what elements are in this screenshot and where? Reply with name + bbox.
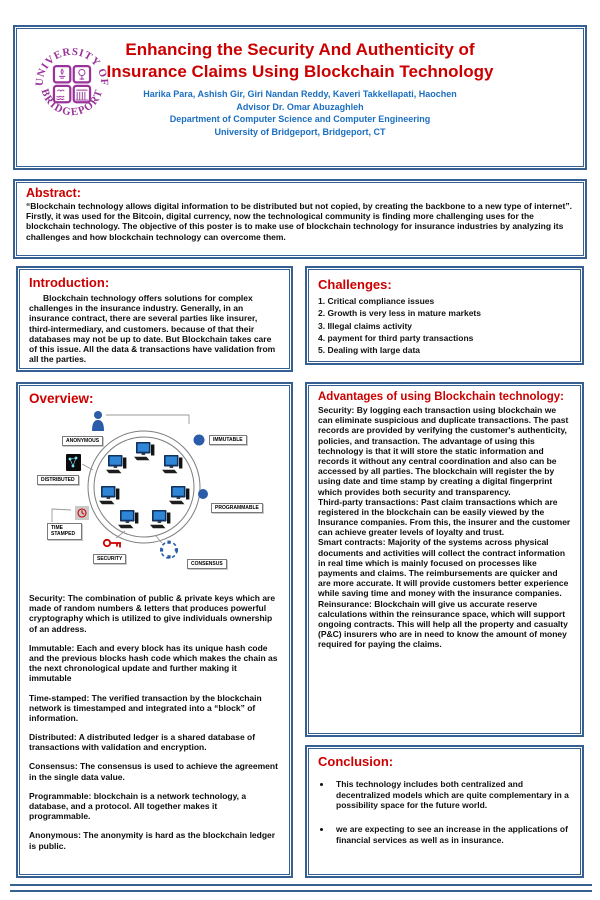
overview-paragraph: Programmable: blockchain is a network te… [29,790,247,822]
challenges-panel: Challenges: 1. Critical compliance issue… [305,266,584,365]
challenge-item: 3. Illegal claims activity [318,320,413,331]
network-ring [87,430,201,544]
overview-paragraph: Security: The combination of public & pr… [29,593,276,634]
challenge-item: 2. Growth is very less in mature markets [318,308,481,319]
challenges-heading: Challenges: [318,277,392,292]
challenges-panel-inner: Challenges: 1. Critical compliance issue… [308,269,581,362]
university-seal-icon: UNIVERSITY OF BRIDGEPORT [34,46,111,119]
abstract-panel: Abstract: “Blockchain technology allows … [13,179,587,259]
header-panel: UNIVERSITY OF BRIDGEPORT [13,25,587,170]
consensus-circle-icon [160,540,178,559]
abstract-heading: Abstract: [26,186,81,200]
person-icon [92,411,104,431]
authors-line: Harika Para, Ashish Gir, Giri Nandan Red… [143,89,457,100]
svg-text:UNIVERSITY OF: UNIVERSITY OF [34,46,111,87]
advantages-panel: Advantages of using Blockchain technolog… [305,382,584,737]
bottom-divider-rule [10,884,592,892]
overview-paragraph: Anonymous: The anonymity is hard as the … [29,830,276,851]
computer-icon [134,442,155,461]
programmable-node-icon [198,489,208,499]
introduction-panel-inner: Introduction: Blockchain technology offe… [19,269,290,369]
poster-title: Enhancing the Security And Authenticity … [106,40,494,82]
advisor-line: Advisor Dr. Omar Abuzaghleh [236,101,364,112]
diagram-label-security: SECURITY [93,554,127,565]
conclusion-list: This technology includes both centralize… [332,779,571,845]
logo-emblem [52,64,92,104]
advantages-panel-inner: Advantages of using Blockchain technolog… [308,385,581,734]
computer-nodes [99,442,190,529]
clock-icon [75,506,89,520]
author-block: Harika Para, Ashish Gir, Giri Nandan Red… [65,88,535,138]
conclusion-panel-inner: Conclusion: This technology includes bot… [308,748,581,875]
computer-icon [106,455,127,474]
diagram-label-immutable: IMMUTABLE [209,435,247,446]
challenge-item: 1. Critical compliance issues [318,296,435,306]
advantages-paragraph: Reinsurance: Blockchain will give us acc… [318,598,568,650]
abstract-body: “Blockchain technology allows digital in… [26,201,572,242]
overview-panel-inner: Overview: [19,385,290,875]
logo-top-text: UNIVERSITY OF [34,46,110,87]
diagram-label-consensus: CONSENSUS [187,559,227,570]
challenge-item: 4. payment for third party transactions [318,332,474,343]
conclusion-bullet: we are expecting to see an increase in t… [332,824,571,845]
overview-panel: Overview: [16,382,293,878]
overview-paragraph: Time-stamped: The verified transaction b… [29,692,262,723]
diagram-label-anonymous: ANONYMOUS [62,436,104,447]
blockchain-network-diagram: ANONYMOUS IMMUTABLE DISTRIBUTED PROGRAMM… [29,409,289,589]
diagram-label-time-stamped: TIME STAMPED [47,523,82,540]
immutable-node-icon [193,434,205,446]
overview-paragraph: Consensus: The consensus is used to achi… [29,761,278,782]
advantages-heading: Advantages of using Blockchain technolog… [318,391,565,403]
computer-icon [162,455,183,474]
computer-icon [118,510,139,529]
conclusion-heading: Conclusion: [318,754,394,769]
advantages-paragraph: Security: By logging each transaction us… [318,405,569,497]
computer-icon [99,486,120,505]
conclusion-bullet: This technology includes both centralize… [332,779,571,811]
overview-heading: Overview: [29,391,94,406]
computer-icon [150,510,171,529]
diagram-label-programmable: PROGRAMMABLE [211,503,263,514]
key-icon [102,538,121,548]
abstract-panel-inner: Abstract: “Blockchain technology allows … [16,182,584,256]
introduction-heading: Introduction: [29,275,110,290]
diagram-base [51,411,208,559]
diagram-label-distributed: DISTRIBUTED [37,475,79,486]
department-line: Department of Computer Science and Compu… [169,114,431,125]
header-panel-inner: UNIVERSITY OF BRIDGEPORT [16,28,584,167]
challenge-item: 5. Dealing with large data [318,345,421,356]
introduction-body: Blockchain technology offers solutions f… [29,293,276,365]
svg-text:BRIDGEPORT: BRIDGEPORT [39,87,106,118]
university-logo: UNIVERSITY OF BRIDGEPORT [29,39,115,131]
university-line: University of Bridgeport, Bridgeport, CT [214,126,386,137]
connector-lines [51,414,190,544]
distributed-network-icon [66,454,81,471]
introduction-panel: Introduction: Blockchain technology offe… [16,266,293,372]
overview-paragraph: Immutable: Each and every block has its … [29,642,278,684]
logo-bottom-text: BRIDGEPORT [39,87,105,118]
advantages-paragraph: Third-party transactions: Past claim tra… [318,496,571,538]
overview-paragraph: Distributed: A distributed ledger is a s… [29,732,256,753]
advantages-paragraph: Smart contracts: Majority of the systems… [318,537,569,599]
conclusion-panel: Conclusion: This technology includes bot… [305,745,584,878]
computer-icon [169,486,190,505]
